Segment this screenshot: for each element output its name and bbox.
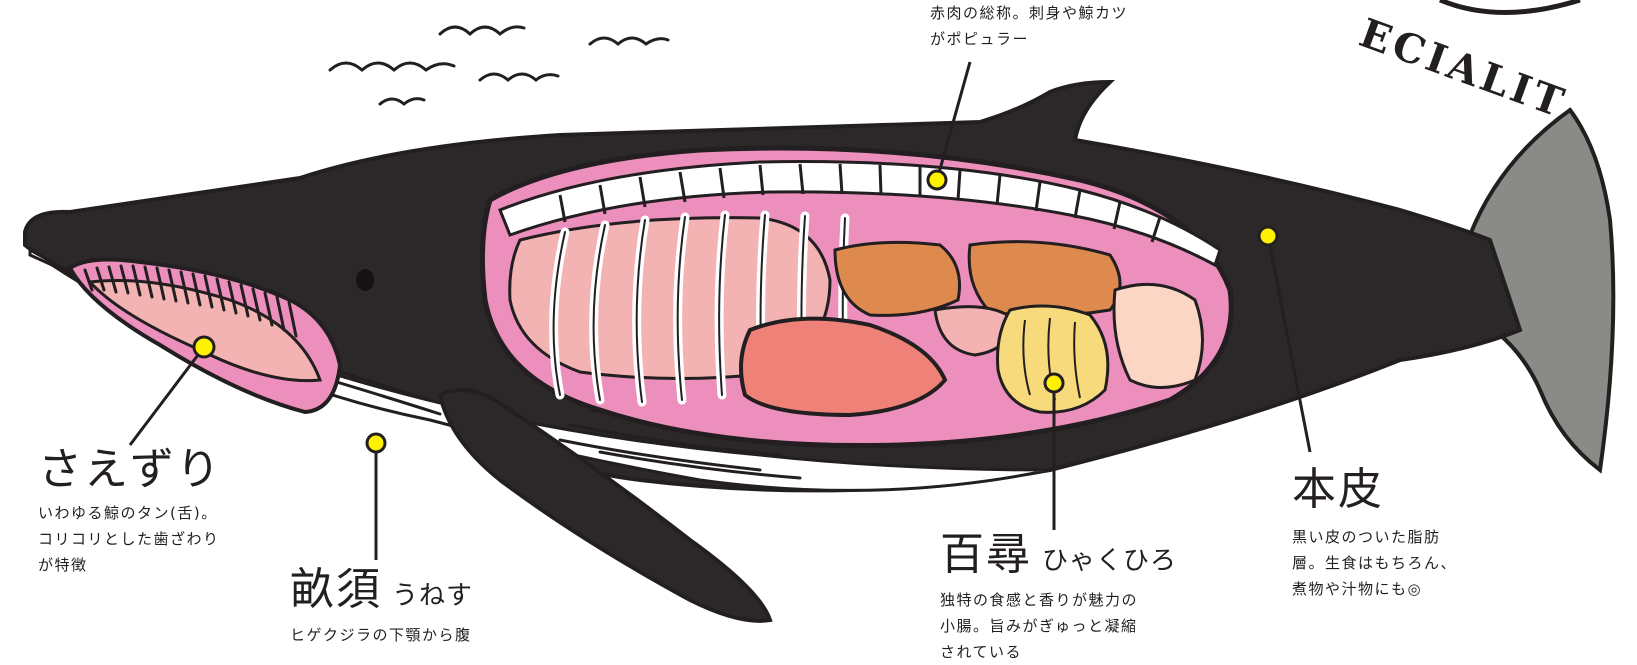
honkawa-title: 本皮 <box>1292 468 1457 512</box>
saezuri-desc-line-1: いわゆる鯨のタン(舌)。 <box>38 500 222 526</box>
label-unesu: 畝須うねす ヒゲクジラの下顎から腹 <box>290 568 473 648</box>
hyakuhiro-desc-line-1: 独特の食感と香りが魅力の <box>940 587 1177 613</box>
marker-unesu <box>367 434 385 452</box>
honkawa-desc: 黒い皮のついた脂肪 層。生食はもちろん、 煮物や汁物にも◎ <box>1292 524 1457 602</box>
marker-saezuri <box>194 337 214 357</box>
label-saezuri: さえずり いわゆる鯨のタン(舌)。 コリコリとした歯ざわり が特徴 <box>38 448 222 578</box>
unesu-title-kanji: 畝須 <box>290 564 382 615</box>
sea-waves <box>330 27 668 104</box>
unesu-reading: うねす <box>392 581 473 611</box>
honkawa-desc-line-2: 層。生食はもちろん、 <box>1292 550 1457 576</box>
saezuri-desc: いわゆる鯨のタン(舌)。 コリコリとした歯ざわり が特徴 <box>38 500 222 578</box>
honkawa-desc-line-3: 煮物や汁物にも◎ <box>1292 576 1457 602</box>
unesu-desc-line-1: ヒゲクジラの下顎から腹 <box>290 622 473 648</box>
saezuri-title: さえずり <box>38 448 222 492</box>
marker-hyakuhiro <box>1045 374 1063 392</box>
saezuri-desc-line-3: が特徴 <box>38 552 222 578</box>
hyakuhiro-title-kanji: 百尋 <box>940 529 1032 580</box>
unesu-desc: ヒゲクジラの下顎から腹 <box>290 622 473 648</box>
unesu-title: 畝須うねす <box>290 568 473 612</box>
kidney-folds <box>1114 284 1203 387</box>
hyakuhiro-title: 百尋ひゃくひろ <box>940 533 1177 577</box>
akami-desc-line-2: がポピュラー <box>930 26 1128 52</box>
label-hyakuhiro: 百尋ひゃくひろ 独特の食感と香りが魅力の 小腸。旨みがぎゅっと凝縮 されている <box>940 533 1177 665</box>
organ-meat-1 <box>835 242 960 315</box>
hyakuhiro-desc-line-2: 小腸。旨みがぎゅっと凝縮 <box>940 613 1177 639</box>
marker-honkawa <box>1259 227 1277 245</box>
label-akami: 赤肉の総称。刺身や鯨カツ がポピュラー <box>930 0 1128 52</box>
label-honkawa: 本皮 黒い皮のついた脂肪 層。生食はもちろん、 煮物や汁物にも◎ <box>1292 468 1457 602</box>
honkawa-desc-line-1: 黒い皮のついた脂肪 <box>1292 524 1457 550</box>
hyakuhiro-desc-line-3: されている <box>940 639 1177 665</box>
marker-akami <box>928 171 946 189</box>
hyakuhiro-desc: 独特の食感と香りが魅力の 小腸。旨みがぎゅっと凝縮 されている <box>940 587 1177 665</box>
whale-eye <box>356 269 374 291</box>
badge-outline <box>1440 0 1580 13</box>
akami-desc-line-1: 赤肉の総称。刺身や鯨カツ <box>930 0 1128 26</box>
saezuri-desc-line-2: コリコリとした歯ざわり <box>38 526 222 552</box>
hyakuhiro-reading: ひゃくひろ <box>1042 546 1177 576</box>
organ-meat-2 <box>969 242 1120 316</box>
